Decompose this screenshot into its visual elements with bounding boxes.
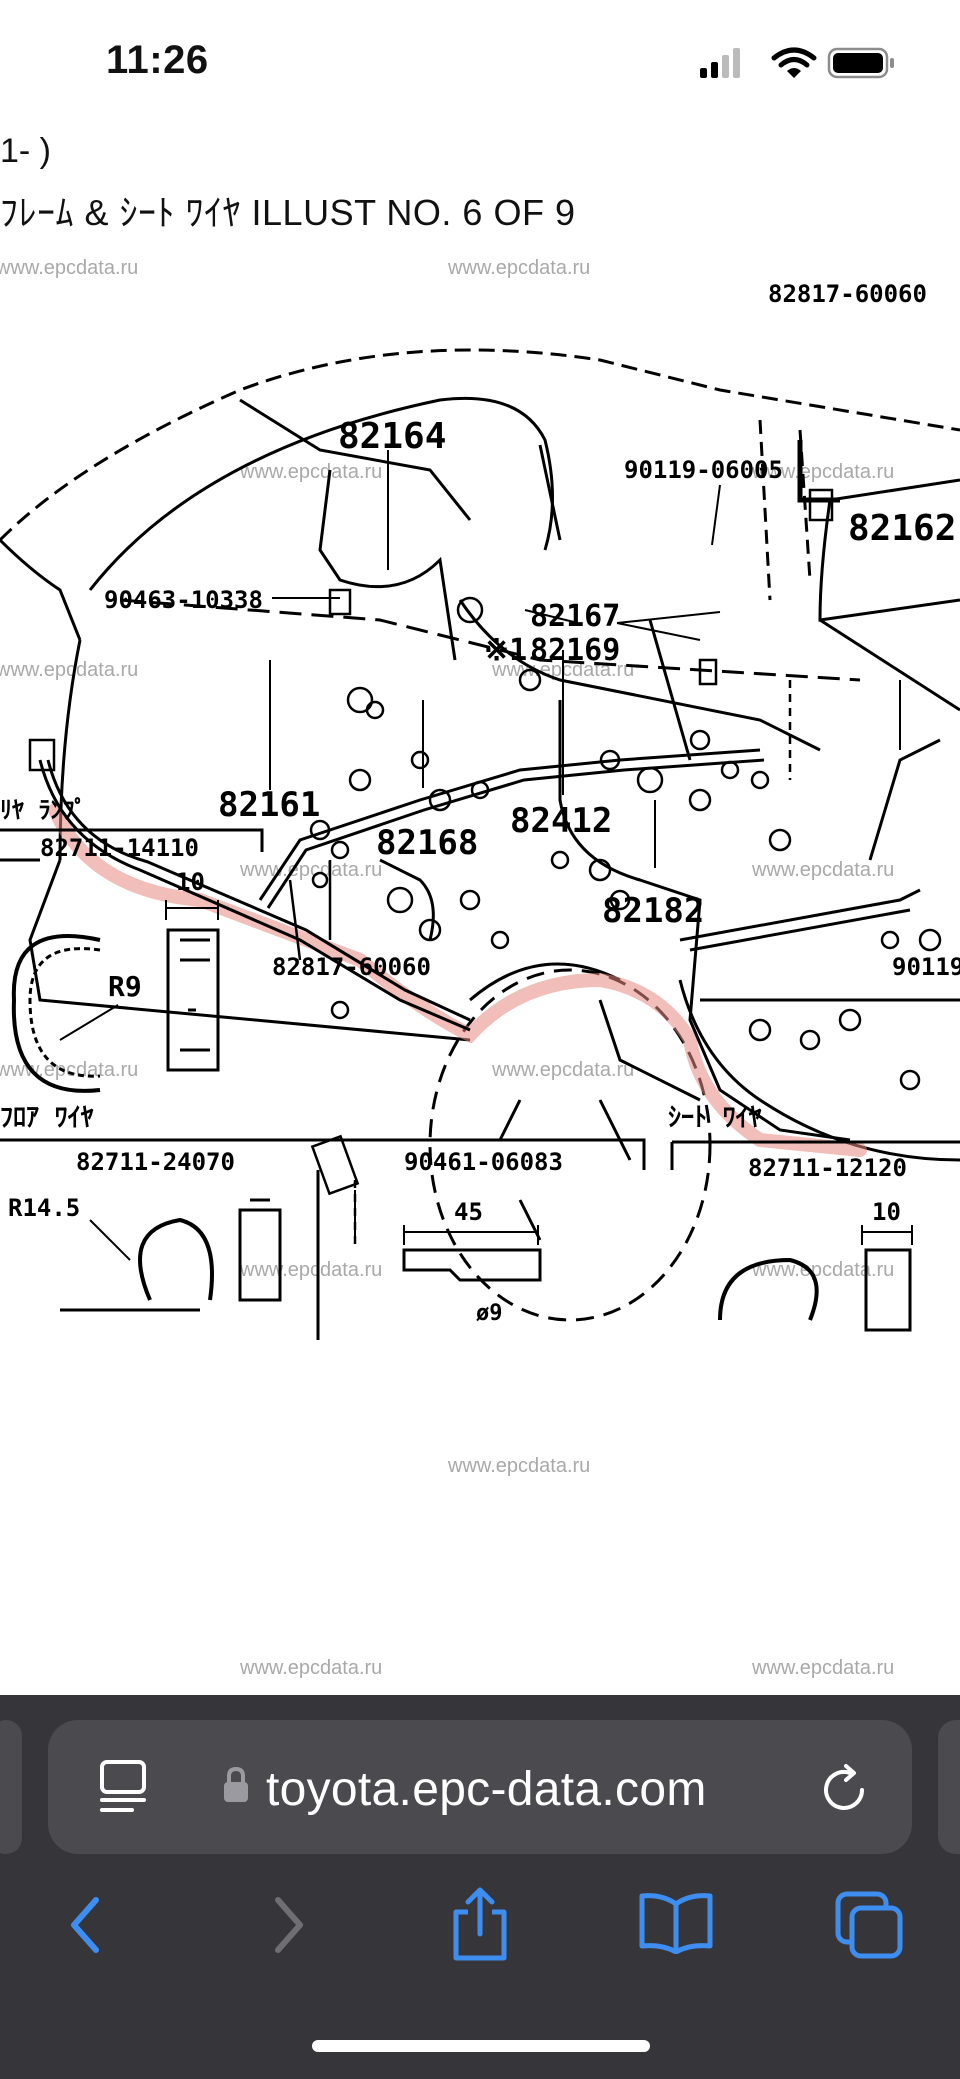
share-icon[interactable] [448,1884,512,1964]
reference-mark: ※1 [484,633,527,668]
forward-icon[interactable] [266,1890,310,1960]
connectors [28,440,942,1250]
part-label-82182[interactable]: 82182 [602,891,704,931]
detail-rear-lamp-title: ﾘﾔ ﾗﾝﾌﾟ [0,796,86,824]
status-bar: 11:26 [0,0,960,120]
battery-icon [827,47,894,79]
detail-seat-wire-title: ｼｰﾄ ﾜｲﾔ [668,1103,762,1133]
address-bar[interactable] [48,1720,912,1854]
detail-floor-wire: ﾌﾛｱ ﾜｲﾔ 82711-24070 R14.5 [0,1103,646,1340]
watermark: www.epcdata.ru [491,1059,634,1081]
watermark: www.epcdata.ru [751,461,894,483]
watermark: www.epcdata.ru [0,257,138,279]
page-menu-icon[interactable] [96,1758,150,1814]
parts-diagram[interactable]: www.epcdata.ru www.epcdata.ru www.epcdat… [0,240,960,1695]
detail-floor-wire-radius: R14.5 [8,1194,80,1222]
part-label-90119[interactable]: 90119 [892,953,960,981]
watermark: www.epcdata.ru [239,859,382,881]
next-tab-preview[interactable] [938,1720,960,1854]
detail-rear-lamp-dimension: 10 [176,868,205,896]
part-label-90119-06005[interactable]: 90119-06005 [624,456,783,484]
detail-90461-06083: 90461-06083 45 ø9 [402,1148,563,1326]
part-labels: 82817-60060 82164 90119-06005 82162 9046… [104,280,960,981]
part-label-90461-06083[interactable]: 90461-06083 [404,1148,563,1176]
watermark: www.epcdata.ru [447,257,590,279]
reload-icon[interactable] [816,1760,876,1820]
watermark: www.epcdata.ru [751,1259,894,1281]
leader-lines [269,450,901,1240]
part-label-82817-60060[interactable]: 82817-60060 [272,953,431,981]
part-label-82167[interactable]: 82167 [530,599,620,634]
page-title: ﾌﾚｰﾑ & ｼｰﾄ ﾜｲﾔ ILLUST NO. 6 OF 9 [0,192,576,233]
part-label-82162[interactable]: 82162 [848,508,956,549]
part-label-82168[interactable]: 82168 [376,823,478,863]
detail-seat-wire: ｼｰﾄ ﾜｲﾔ 82711-12120 10 [668,1103,960,1332]
wire-harness [38,469,941,1142]
detail-floor-wire-title: ﾌﾛｱ ﾜｲﾔ [0,1103,94,1133]
detail-rear-lamp: ﾘﾔ ﾗﾝﾌﾟ 82711-14110 10 R9 [0,796,264,1093]
tabs-icon[interactable] [834,1890,906,1962]
watermark: www.epcdata.ru [239,1259,382,1281]
detail-90461-dimension: 45 [454,1198,483,1226]
part-label-90463-10338[interactable]: 90463-10338 [104,586,263,614]
parts-diagram-svg: www.epcdata.ru www.epcdata.ru www.epcdat… [0,257,960,1679]
detail-seat-wire-dimension: 10 [872,1198,901,1226]
part-label-82711-24070[interactable]: 82711-24070 [76,1148,235,1176]
bookmarks-icon[interactable] [638,1890,714,1954]
lock-icon [224,1766,248,1802]
rear-wheel [428,962,712,1322]
page-header: 1- ) ﾌﾚｰﾑ & ｼｰﾄ ﾜｲﾔ ILLUST NO. 6 OF 9 [0,124,960,234]
wifi-icon [771,47,817,78]
part-label-82711-14110[interactable]: 82711-14110 [40,834,199,862]
cellular-signal-icon [700,48,740,78]
url-value: toyota.epc-data.com [266,1763,707,1816]
detail-90461-diameter: ø9 [476,1301,503,1326]
url-text[interactable]: toyota.epc-data.com [218,1762,707,1817]
part-label-82161[interactable]: 82161 [218,785,320,825]
part-label-82711-12120[interactable]: 82711-12120 [748,1154,907,1182]
watermark: www.epcdata.ru [239,461,382,483]
watermark: www.epcdata.ru [239,1657,382,1679]
back-icon[interactable] [64,1890,108,1960]
part-label-82817-60060[interactable]: 82817-60060 [768,280,927,308]
part-label-82412[interactable]: 82412 [510,801,612,841]
part-label-82169[interactable]: 82169 [530,633,620,668]
watermark: www.epcdata.ru [751,1657,894,1679]
header-model-range: 1- ) [0,132,51,170]
highlighted-wire-route [48,803,867,1157]
part-label-82164[interactable]: 82164 [338,416,446,457]
watermark: www.epcdata.ru [0,1059,138,1081]
watermark: www.epcdata.ru [447,1455,590,1477]
status-icons [700,47,894,79]
status-time: 11:26 [106,38,209,82]
detail-rear-lamp-radius: R9 [108,970,142,1003]
watermark: www.epcdata.ru [0,659,138,681]
watermark: www.epcdata.ru [751,859,894,881]
home-indicator [312,2040,650,2052]
previous-tab-preview[interactable] [0,1720,22,1854]
